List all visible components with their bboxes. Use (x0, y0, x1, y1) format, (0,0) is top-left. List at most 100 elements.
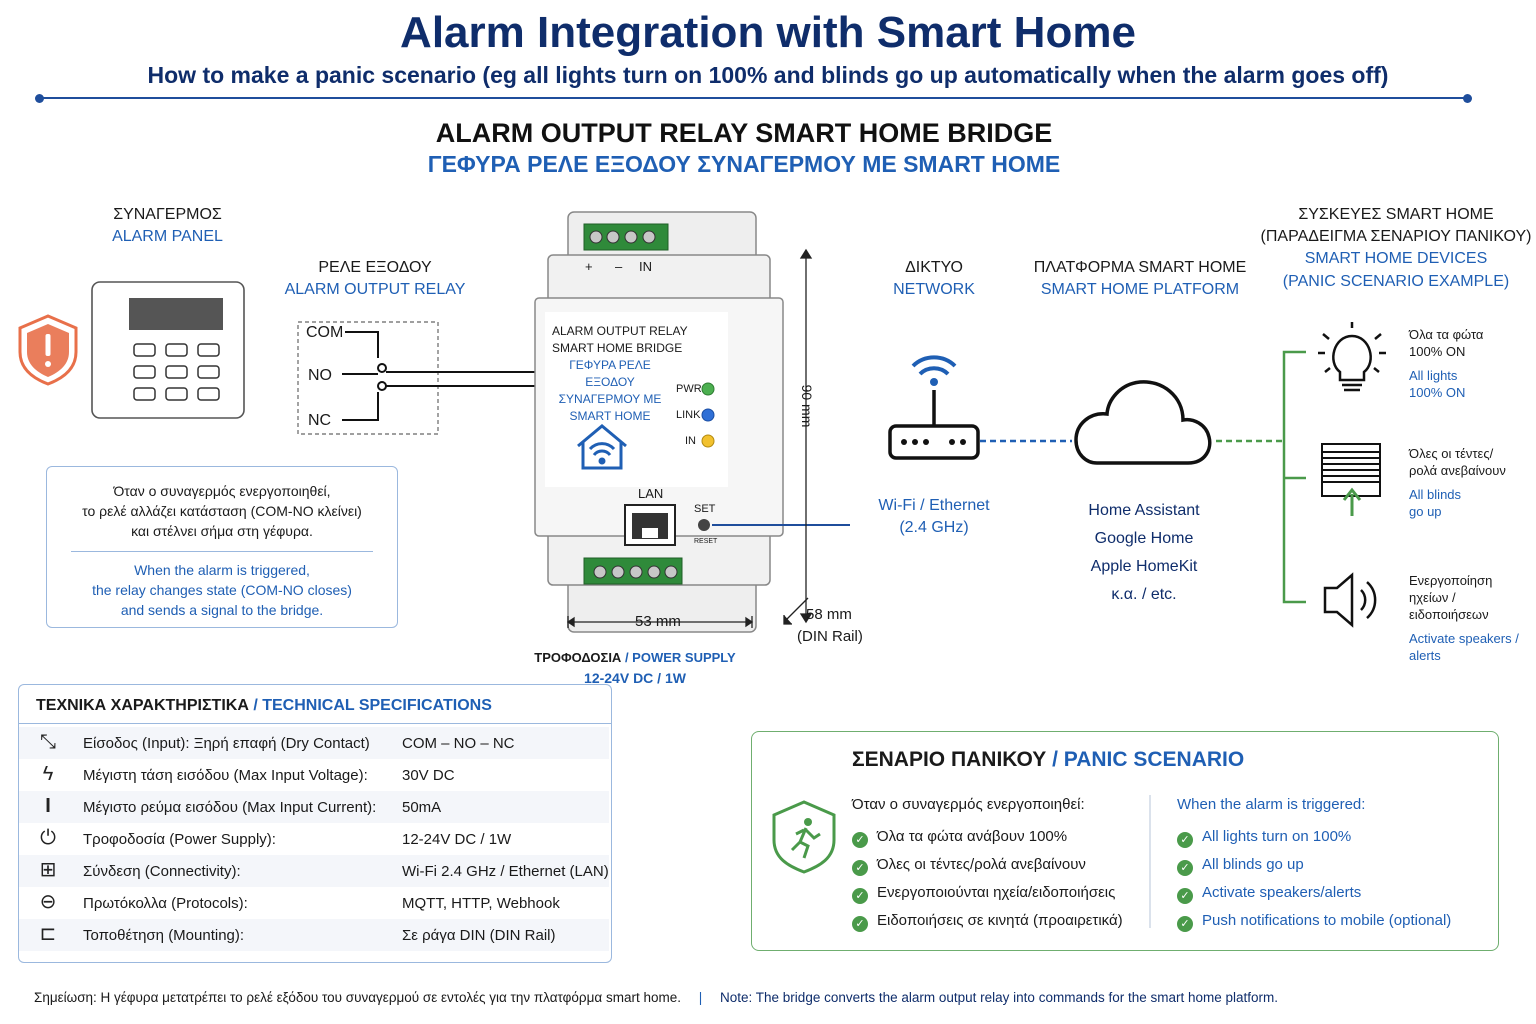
footer-separator: | (698, 990, 703, 1005)
panic-shield-icon (772, 800, 836, 874)
relay-info-box: Όταν ο συναγερμός ενεργοποιηθεί, το ρελέ… (46, 466, 398, 628)
check-icon: ✓ (852, 832, 868, 848)
table-row: ⊏ Τοποθέτηση (Mounting): Σε ράγα DIN (DI… (19, 919, 609, 951)
check-icon: ✓ (1177, 916, 1193, 932)
platform-label-gr: ΠΛΑΤΦΟΡΜΑ SMART HOME (1033, 259, 1247, 276)
platform-list: Home Assistant Google Home Apple HomeKit… (1054, 497, 1234, 609)
alarm-panel-label: ALARM PANEL (112, 228, 223, 245)
width-dimension-label: 53 mm (635, 613, 681, 630)
panic-english-list: ✓All lights turn on 100% ✓All blinds go … (1177, 828, 1451, 940)
alarm-keypad (91, 281, 245, 419)
relay-box (297, 321, 439, 435)
light-bulb-icon (1318, 322, 1386, 392)
list-item: ✓Όλα τα φώτα ανάβουν 100% (852, 828, 1123, 856)
network-band: (2.4 GHz) (899, 519, 969, 536)
device-label: ALARM OUTPUT RELAY SMART HOME BRIDGE (552, 324, 688, 355)
devices-label: SMART HOME DEVICES (1304, 250, 1488, 267)
terminal-plus-label: + (585, 259, 593, 274)
table-row: I Μέγιστο ρεύμα εισόδου (Max Input Curre… (19, 791, 609, 823)
cloud-icon (1074, 380, 1212, 465)
list-item: ✓Ενεργοποιούνται ηχεία/ειδοποιήσεις (852, 884, 1123, 912)
devices-label-gr: ΣΥΣΚΕΥΕΣ SMART HOME (1298, 206, 1494, 223)
check-icon: ✓ (1177, 860, 1193, 876)
page-subtitle: How to make a panic scenario (eg all lig… (147, 62, 1389, 88)
dimension-lines (566, 248, 813, 628)
list-item: ✓Όλες οι τέντες/ρολά ανεβαίνουν (852, 856, 1123, 884)
table-row: ⏻ Τροφοδοσία (Power Supply): 12-24V DC /… (19, 823, 609, 855)
check-icon: ✓ (1177, 832, 1193, 848)
relay-label: ALARM OUTPUT RELAY (284, 281, 466, 298)
alarm-panel-label-gr: ΣΥΝΑΓΕΡΜΟΣ (113, 206, 222, 223)
panic-greek-list: ✓Όλα τα φώτα ανάβουν 100% ✓Όλες οι τέντε… (852, 828, 1123, 940)
bridge-device (534, 211, 850, 633)
led-in-label: IN (685, 435, 696, 447)
protocol-icon: ⊖ (39, 891, 57, 913)
network-label: NETWORK (893, 281, 975, 298)
check-icon: ✓ (1177, 888, 1193, 904)
panic-scenario-panel: ΣΕΝΑΡΙΟ ΠΑΝΙΚΟΥ / PANIC SCENARIO Όταν ο … (751, 731, 1499, 951)
network-label-gr: ΔΙΚΤΥΟ (905, 259, 963, 276)
set-button-label: SET (694, 503, 716, 515)
shield-alert-icon (18, 314, 78, 386)
title-divider (38, 97, 1468, 99)
relay-label-gr: ΡΕΛΕ ΕΞΟΔΟΥ (318, 259, 432, 276)
power-supply-value: 12-24V DC / 1W (584, 670, 686, 686)
lightning-icon: ϟ (42, 763, 54, 785)
dry-contact-icon: ⤡ (40, 731, 56, 753)
list-item: ✓All blinds go up (1177, 856, 1451, 884)
check-icon: ✓ (852, 888, 868, 904)
table-row: ⊖ Πρωτόκολλα (Protocols): MQTT, HTTP, We… (19, 887, 609, 919)
specs-title: ΤΕΧΝΙΚΑ ΧΑΡΑΚΤΗΡΙΣΤΙΚΑ / TECHNICAL SPECI… (36, 697, 492, 714)
device-speakers: Ενεργοποίηση ηχείων / ειδοποιήσεων Activ… (1409, 573, 1519, 663)
footer-note: Σημείωση: Η γέφυρα μετατρέπει το ρελέ εξ… (34, 990, 1278, 1005)
reset-label: RESET (694, 538, 718, 545)
platform-item: Home Assistant (1088, 502, 1200, 519)
relay-nc-label: NC (308, 412, 332, 429)
specs-panel: ΤΕΧΝΙΚΑ ΧΑΡΑΚΤΗΡΙΣΤΙΚΑ / TECHNICAL SPECI… (18, 684, 612, 963)
platform-item: Google Home (1094, 530, 1194, 547)
bridge-title: ALARM OUTPUT RELAY SMART HOME BRIDGE (435, 118, 1053, 148)
footer-note-english: Note: The bridge converts the alarm outp… (720, 990, 1279, 1005)
led-link-label: LINK (676, 409, 701, 421)
table-row: ϟ Μέγιστη τάση εισόδου (Max Input Voltag… (19, 759, 609, 791)
list-item: ✓Ειδοποιήσεις σε κινητά (προαιρετικά) (852, 912, 1123, 940)
list-item: ✓All lights turn on 100% (1177, 828, 1451, 856)
smart-home-icon (577, 424, 627, 470)
depth-dimension-sub: (DIN Rail) (797, 628, 863, 645)
network-icon: ⊞ (39, 859, 57, 881)
divider-dot-left (35, 94, 44, 103)
table-row: ⤡ Είσοδος (Input): Ξηρή επαφή (Dry Conta… (19, 727, 609, 759)
network-type: Wi-Fi / Ethernet (878, 497, 990, 514)
terminal-minus-label: – (615, 259, 623, 274)
height-dimension-label: 90 mm (799, 384, 815, 428)
current-icon: I (45, 795, 51, 817)
lan-port-label: LAN (638, 486, 664, 501)
device-label-greek: ΓΕΦΥΡΑ ΡΕΛΕ ΕΞΟΔΟΥ ΣΥΝΑΓΕΡΜΟΥ ΜΕ SMART H… (558, 358, 662, 423)
check-icon: ✓ (852, 860, 868, 876)
relay-contacts (342, 331, 540, 421)
footer-note-greek: Σημείωση: Η γέφυρα μετατρέπει το ρελέ εξ… (34, 990, 681, 1005)
device-lights: Όλα τα φώτα 100% ON All lights 100% ON (1409, 327, 1484, 400)
page-title: Alarm Integration with Smart Home (400, 8, 1136, 57)
din-rail-icon: ⊏ (39, 923, 57, 945)
list-item: ✓Activate speakers/alerts (1177, 884, 1451, 912)
device-bracket (1282, 350, 1306, 604)
panic-greek-heading: Όταν ο συναγερμός ενεργοποιηθεί: (852, 796, 1085, 813)
check-icon: ✓ (852, 916, 868, 932)
bridge-title-greek: ΓΕΦΥΡΑ ΡΕΛΕ ΕΞΟΔΟΥ ΣΥΝΑΓΕΡΜΟΥ ΜΕ SMART H… (427, 151, 1061, 177)
platform-item: Apple HomeKit (1090, 558, 1198, 575)
platform-item: κ.α. / etc. (1111, 586, 1177, 603)
devices-label-sub: (PANIC SCENARIO EXAMPLE) (1282, 273, 1510, 290)
relay-com-label: COM (306, 324, 344, 341)
specs-table: ⤡ Είσοδος (Input): Ξηρή επαφή (Dry Conta… (19, 727, 611, 957)
blinds-icon (1321, 443, 1381, 516)
info-english-text: When the alarm is triggered, the relay c… (92, 562, 352, 618)
platform-label: SMART HOME PLATFORM (1040, 281, 1240, 298)
device-blinds: Όλες οι τέντες/ ρολά ανεβαίνουν All blin… (1409, 446, 1506, 519)
panic-english-heading: When the alarm is triggered: (1177, 796, 1366, 813)
depth-dimension-label: 58 mm (806, 606, 852, 623)
table-row: ⊞ Σύνδεση (Connectivity): Wi-Fi 2.4 GHz … (19, 855, 609, 887)
power-supply-label: ΤΡΟΦΟΔΟΣΙΑ / POWER SUPPLY (534, 650, 736, 665)
info-greek-text: Όταν ο συναγερμός ενεργοποιηθεί, το ρελέ… (82, 483, 362, 539)
